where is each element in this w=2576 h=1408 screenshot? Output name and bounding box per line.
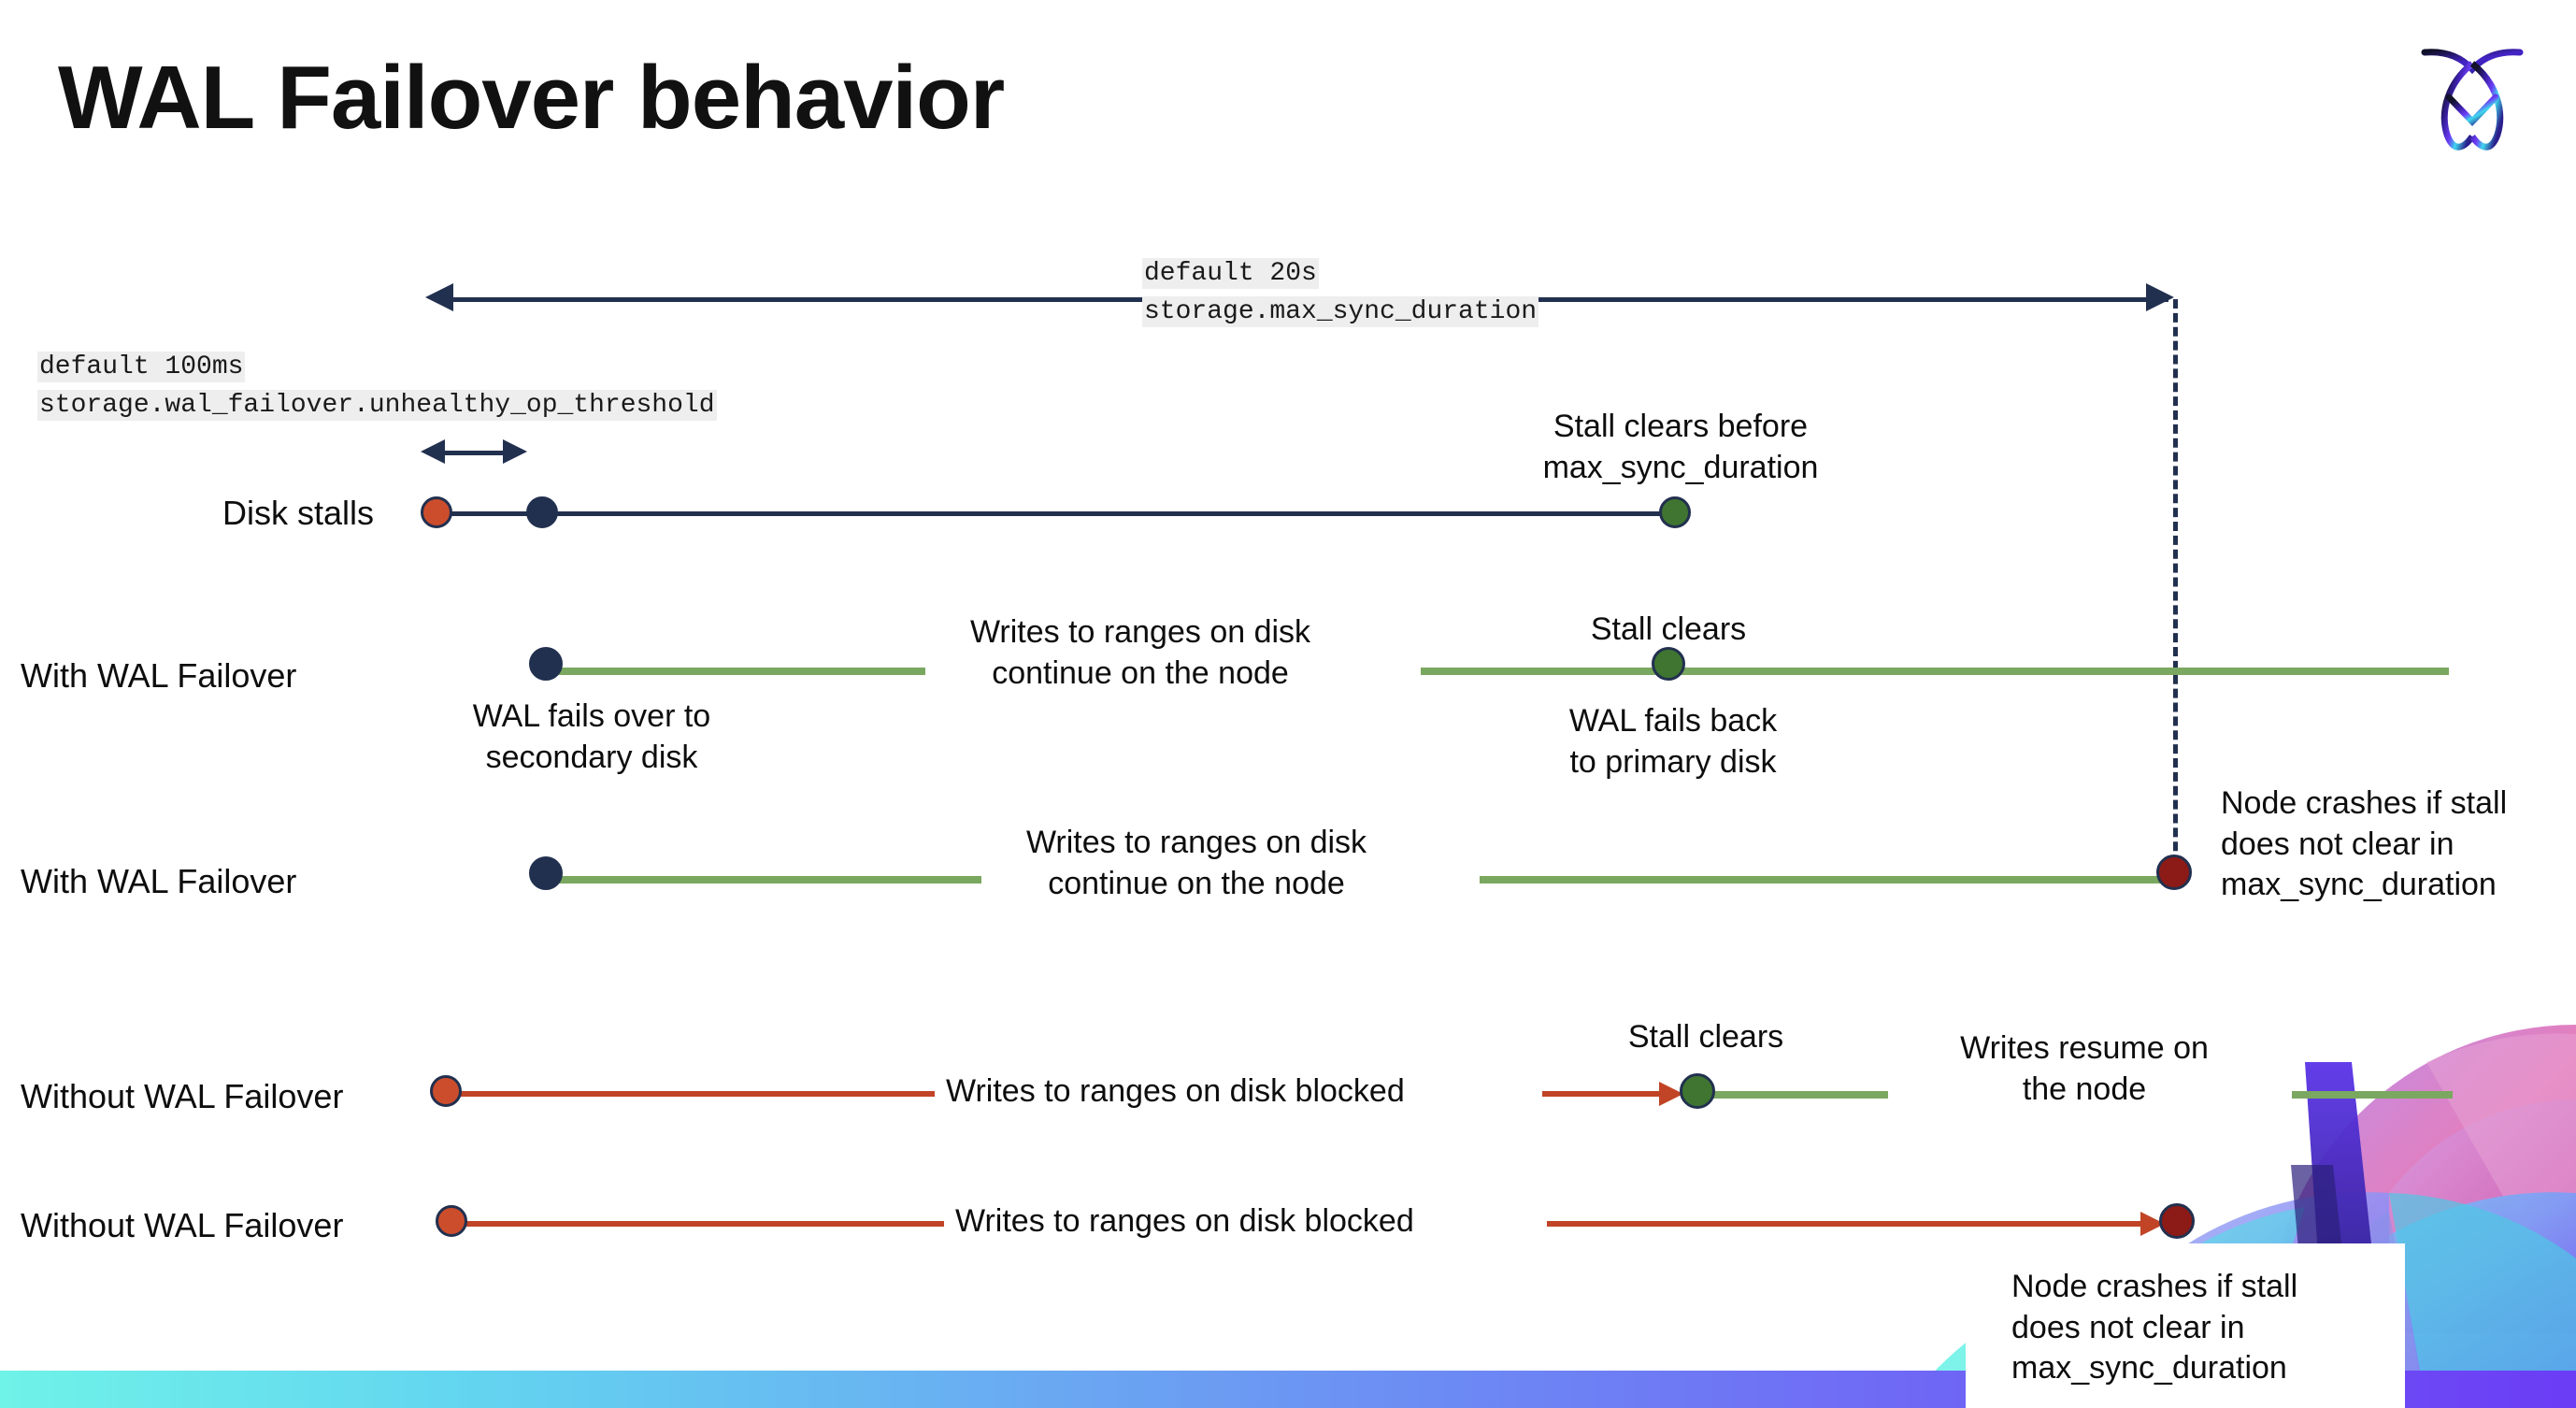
without-wal-1-resume-line-far: [2292, 1091, 2453, 1099]
with-wal-1-segment-b: [1421, 668, 2449, 675]
without-wal-1-start-dot: [430, 1075, 462, 1107]
with-wal-2-segment-b: [1480, 876, 2176, 884]
unhealthy-op-span-line: [439, 451, 505, 455]
without-wal-2-blocked-line-b: [1547, 1221, 2156, 1227]
disk-stalls-start-dot: [421, 496, 452, 528]
unhealthy-op-arrow-right-head: [503, 439, 527, 464]
row-label-disk-stalls: Disk stalls: [222, 494, 375, 532]
row-label-with-wal-failover-1: With WAL Failover: [21, 656, 297, 695]
without-wal-2-crash-dot: [2159, 1203, 2195, 1239]
without-wal-1-arrow-head: [1659, 1082, 1683, 1106]
unhealthy-op-arrow-left-head: [421, 439, 445, 464]
note-writes-continue-2: Writes to ranges on disk continue on the…: [1025, 825, 1367, 901]
with-wal-1-failover-dot: [529, 647, 563, 681]
without-wal-2-blocked-line-a: [458, 1221, 944, 1227]
note-writes-continue-1: Writes to ranges on disk continue on the…: [969, 614, 1311, 691]
note-wal-fails-over: WAL fails over to secondary disk: [472, 698, 711, 775]
without-wal-1-blocked-line-b: [1542, 1091, 1659, 1097]
note-writes-blocked-2: Writes to ranges on disk blocked: [955, 1203, 1414, 1239]
with-wal-2-segment-a: [542, 876, 981, 884]
disk-stalls-failover-dot: [526, 496, 558, 528]
max-sync-duration-annotation: default 20s storage.max_sync_duration: [1142, 255, 1539, 331]
max-sync-arrow-right-head: [2146, 283, 2174, 311]
with-wal-1-clear-dot: [1652, 647, 1685, 681]
without-wal-2-start-dot: [436, 1205, 467, 1237]
note-stall-clears-before: Stall clears before max_sync_duration: [1542, 409, 1819, 485]
note-node-crashes-1: Node crashes if stall does not clear in …: [2221, 785, 2508, 903]
cockroachdb-logo-icon: [2402, 24, 2542, 165]
max-sync-arrow-left-head: [425, 283, 453, 311]
max-sync-duration-dashed-guide: [2173, 299, 2178, 879]
unhealthy-op-threshold-annotation: default 100ms storage.wal_failover.unhea…: [37, 349, 717, 424]
note-writes-resume: Writes resume on the node: [1960, 1030, 2209, 1107]
note-wal-fails-back: WAL fails back to primary disk: [1568, 703, 1778, 780]
note-stall-clears-2: Stall clears: [1627, 1019, 1784, 1055]
max-sync-setting-label: storage.max_sync_duration: [1142, 295, 1539, 327]
note-writes-blocked-1: Writes to ranges on disk blocked: [946, 1073, 1405, 1109]
disk-stalls-clear-dot: [1659, 496, 1691, 528]
note-node-crashes-2: Node crashes if stall does not clear in …: [2011, 1269, 2298, 1386]
bottom-note-backdrop: [1966, 1243, 2405, 1408]
max-sync-default-label: default 20s: [1142, 258, 1319, 289]
without-wal-1-resume-line: [1710, 1091, 1888, 1099]
with-wal-2-failover-dot: [529, 856, 563, 890]
without-wal-1-blocked-line-a: [449, 1091, 935, 1097]
with-wal-2-crash-dot: [2156, 855, 2192, 890]
unhealthy-op-default-label: default 100ms: [37, 352, 246, 382]
with-wal-1-segment-a: [542, 668, 925, 675]
without-wal-1-clear-dot: [1680, 1073, 1715, 1109]
row-label-without-wal-failover-1: Without WAL Failover: [21, 1077, 344, 1115]
unhealthy-op-setting-label: storage.wal_failover.unhealthy_op_thresh…: [37, 389, 717, 421]
note-stall-clears-1: Stall clears: [1590, 611, 1747, 647]
row-label-without-wal-failover-2: Without WAL Failover: [21, 1206, 344, 1244]
page-title: WAL Failover behavior: [58, 48, 1005, 148]
disk-stalls-timeline: [437, 511, 1681, 516]
row-label-with-wal-failover-2: With WAL Failover: [21, 862, 297, 900]
